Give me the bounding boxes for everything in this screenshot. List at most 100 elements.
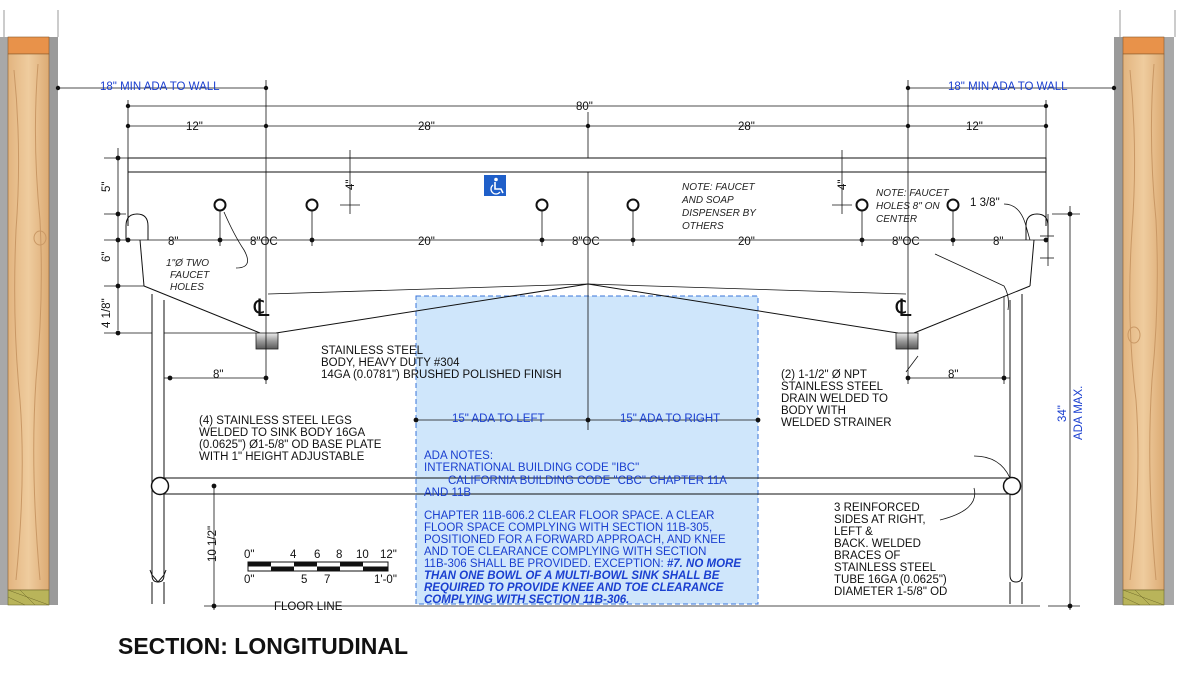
left-wall [0,10,59,606]
svg-text:14GA (0.0781") BRUSHED POLISHE: 14GA (0.0781") BRUSHED POLISHED FINISH [321,369,562,381]
svg-text:BODY WITH: BODY WITH [781,405,846,417]
svg-text:(4) STAINLESS STEEL LEGS: (4) STAINLESS STEEL LEGS [199,415,352,427]
svg-text:11B-306 SHALL BE PROVIDED. EXC: 11B-306 SHALL BE PROVIDED. EXCEPTION: #7… [424,558,741,570]
centerline-right-symbol: ℄ [895,295,912,322]
svg-text:(2) 1-1/2" Ø NPT: (2) 1-1/2" Ø NPT [781,369,867,381]
svg-text:WITH 1" HEIGHT ADJUSTABLE: WITH 1" HEIGHT ADJUSTABLE [199,451,365,463]
right-vertical-dimensions [1003,203,1080,610]
seg-12-left-label: 12" [186,121,203,133]
svg-text:DISPENSER BY: DISPENSER BY [682,208,757,219]
svg-text:AND TOE CLEARANCE COMPLYING WI: AND TOE CLEARANCE COMPLYING WITH SECTION [424,546,706,558]
svg-text:STAINLESS STEEL: STAINLESS STEEL [781,381,884,393]
ada-to-right-label: 15" ADA TO RIGHT [620,413,720,425]
ada-zone-dimensions [413,417,761,423]
svg-text:6: 6 [314,549,320,561]
svg-text:AND SOAP: AND SOAP [681,195,734,206]
seg-28-left-label: 28" [418,121,435,133]
svg-text:5: 5 [301,574,307,586]
svg-text:DRAIN WELDED TO: DRAIN WELDED TO [781,393,888,405]
height-4-1-8-label: 4 1/8" [101,298,113,328]
ada-para-last: 11B-306 SHALL BE PROVIDED. EXCEPTION: [424,558,667,570]
left-vertical-dimensions [104,148,852,336]
svg-text:0": 0" [244,549,254,561]
svg-text:1'-0": 1'-0" [374,574,397,586]
right-wall [1114,10,1176,606]
svg-text:BACK. WELDED: BACK. WELDED [834,538,921,550]
svg-text:CALIFORNIA BUILDING CODE "CBC": CALIFORNIA BUILDING CODE "CBC" CHAPTER 1… [448,475,727,487]
svg-text:WELDED TO SINK BODY 16GA: WELDED TO SINK BODY 16GA [199,427,365,439]
svg-text:1"Ø TWO: 1"Ø TWO [166,258,209,269]
faucet-hole-2 [305,198,319,212]
braces-note: 3 REINFORCED SIDES AT RIGHT, LEFT & BACK… [834,502,947,598]
ada-para-bold-inline: #7. NO MORE [667,558,741,570]
svg-text:DIAMETER 1-5/8" OD: DIAMETER 1-5/8" OD [834,586,947,598]
overall-width-label: 80" [576,101,593,113]
ada-clear-floor-zone [415,295,759,605]
svg-text:BRACES OF: BRACES OF [834,550,900,562]
height-10-1-2-label: 10 1/2" [207,526,219,562]
ada-wall-right-label: 18" MIN ADA TO WALL [948,81,1068,93]
drain-right [895,332,919,350]
faucet-hole-1 [213,198,227,212]
faucet-hole-3 [535,198,549,212]
faucet-hole-6 [946,198,960,212]
ada-wall-left-label: 18" MIN ADA TO WALL [100,81,220,93]
svg-text:BODY, HEAVY DUTY #304: BODY, HEAVY DUTY #304 [321,357,460,369]
drain-left [255,332,279,350]
drain-note: (2) 1-1/2" Ø NPT STAINLESS STEEL DRAIN W… [781,369,892,429]
cross-brace [150,476,1022,496]
svg-text:(0.0625") Ø1-5/8" OD BASE PLAT: (0.0625") Ø1-5/8" OD BASE PLATE [199,439,382,451]
svg-text:ADA NOTES:: ADA NOTES: [424,450,493,462]
svg-text:NOTE: FAUCET: NOTE: FAUCET [682,182,755,193]
svg-text:SIDES AT RIGHT,: SIDES AT RIGHT, [834,514,926,526]
svg-text:FLOOR SPACE COMPLYING WITH SEC: FLOOR SPACE COMPLYING WITH SECTION 11B-3… [424,522,712,534]
faucet-holes [213,198,960,212]
svg-text:POSITIONED FOR A FORWARD APPRO: POSITIONED FOR A FORWARD APPROACH, AND K… [424,534,726,546]
svg-text:8: 8 [336,549,342,561]
annotation-leaders [223,211,1011,521]
ada-max-label: ADA MAX. [1073,386,1085,440]
radius-label: 1 3/8" [970,197,1000,209]
svg-text:CHAPTER 11B-606.2 CLEAR FLOOR: CHAPTER 11B-606.2 CLEAR FLOOR SPACE. A C… [424,510,714,522]
svg-text:THAN ONE BOWL OF A MULTI-BOWL: THAN ONE BOWL OF A MULTI-BOWL SINK SHALL… [424,570,720,582]
svg-text:STAINLESS STEEL: STAINLESS STEEL [321,345,424,357]
height-4-left-label: 4" [345,180,357,190]
svg-text:COMPLYING WITH SECTION 11B-306: COMPLYING WITH SECTION 11B-306. [424,594,629,606]
legs-note: (4) STAINLESS STEEL LEGS WELDED TO SINK … [199,415,382,463]
section-title: SECTION: LONGITUDINAL [118,633,408,659]
faucet-dispenser-note: NOTE: FAUCET AND SOAP DISPENSER BY OTHER… [681,182,757,232]
drain-8-right-label: 8" [948,369,958,381]
svg-text:INTERNATIONAL BUILDING CODE "I: INTERNATIONAL BUILDING CODE "IBC" [424,462,639,474]
body-note: STAINLESS STEEL BODY, HEAVY DUTY #304 14… [321,345,562,381]
height-4-right-label: 4" [837,180,849,190]
svg-text:REQUIRED TO PROVIDE KNEE AND T: REQUIRED TO PROVIDE KNEE AND TOE CLEARAN… [424,582,724,594]
faucet-holes-note: 1"Ø TWO FAUCET HOLES [166,258,210,293]
svg-text:CENTER: CENTER [876,214,917,225]
centerlines [265,140,909,384]
svg-text:4: 4 [290,549,297,561]
hole-dimension-line [125,237,1049,243]
svg-text:AND 11B: AND 11B [424,487,471,499]
svg-text:OTHERS: OTHERS [682,221,724,232]
ada-notes: ADA NOTES: INTERNATIONAL BUILDING CODE "… [424,450,741,606]
legs [149,294,1023,604]
svg-text:STAINLESS STEEL: STAINLESS STEEL [834,562,937,574]
svg-text:WELDED STRAINER: WELDED STRAINER [781,417,892,429]
hole-8-left-label: 8" [168,236,178,248]
hole-8oc-1-label: 8"OC [250,236,278,248]
hole-8oc-2-label: 8"OC [572,236,600,248]
svg-text:FAUCET: FAUCET [170,270,210,281]
hole-20-right-label: 20" [738,236,755,248]
svg-text:10: 10 [356,549,369,561]
svg-text:LEFT &: LEFT & [834,526,873,538]
svg-text:3 REINFORCED: 3 REINFORCED [834,502,920,514]
svg-text:HOLES 8" ON: HOLES 8" ON [876,201,940,212]
hole-8-right-label: 8" [993,236,1003,248]
faucet-centers-note: NOTE: FAUCET HOLES 8" ON CENTER [876,188,949,225]
sink-body [125,157,1049,334]
svg-text:HOLES: HOLES [170,282,204,293]
centerline-left-symbol: ℄ [253,295,270,322]
floor-dimensions [204,483,1040,610]
faucet-hole-4 [626,198,640,212]
